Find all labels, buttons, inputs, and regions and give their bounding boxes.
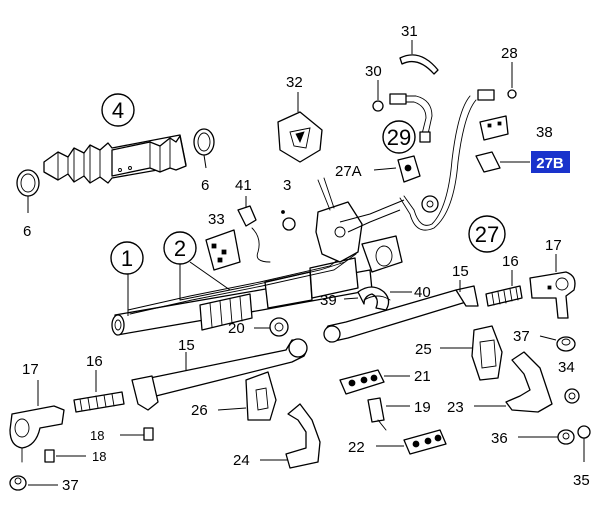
part-36-nut: 36 bbox=[491, 429, 575, 447]
part-39-40-clip: 39 40 bbox=[320, 284, 431, 311]
label-37-right: 37 bbox=[513, 328, 530, 345]
label-27b-highlight bbox=[531, 151, 570, 173]
part-35-bolt: 35 bbox=[573, 425, 591, 489]
label-15-right: 15 bbox=[452, 263, 469, 280]
label-1: 1 bbox=[121, 246, 133, 271]
label-36: 36 bbox=[491, 430, 508, 447]
part-4-boot-assembly bbox=[43, 134, 187, 184]
label-41: 41 bbox=[235, 177, 252, 194]
label-2: 2 bbox=[174, 236, 186, 261]
label-35: 35 bbox=[573, 472, 590, 489]
part-27-pipe bbox=[339, 89, 495, 233]
label-17-left: 17 bbox=[22, 361, 39, 378]
label-34: 34 bbox=[558, 359, 575, 376]
part-27a-junction: 27A bbox=[335, 155, 421, 183]
label-15-left: 15 bbox=[178, 337, 195, 354]
part-25-bushing: 25 bbox=[415, 325, 503, 381]
part-21-plate: 21 bbox=[339, 368, 431, 395]
part-32-cover: 32 bbox=[277, 74, 323, 163]
part-38-clamp: 38 bbox=[479, 115, 553, 141]
label-17-right: 17 bbox=[545, 237, 562, 254]
label-39: 39 bbox=[320, 292, 337, 309]
part-20-nut: 20 bbox=[228, 317, 289, 337]
label-29: 29 bbox=[387, 125, 411, 150]
part-27b-fitting: 27B bbox=[475, 151, 570, 173]
label-16-left: 16 bbox=[86, 353, 103, 370]
label-6-right: 6 bbox=[201, 177, 209, 194]
label-25: 25 bbox=[415, 341, 432, 358]
part-29-pipe bbox=[389, 93, 433, 143]
label-33: 33 bbox=[208, 211, 225, 228]
part-16-adjuster-right: 16 bbox=[485, 253, 523, 307]
label-22: 22 bbox=[348, 439, 365, 456]
tie-rod-left: 15 bbox=[131, 337, 308, 411]
part-34-nut: 34 bbox=[558, 359, 580, 404]
label-32: 32 bbox=[286, 74, 303, 91]
callout-1: 1 bbox=[110, 241, 144, 275]
label-38: 38 bbox=[536, 124, 553, 141]
part-18-bolts: 18 18 bbox=[44, 427, 154, 464]
part-28-ring: 28 bbox=[501, 45, 518, 99]
label-23: 23 bbox=[447, 399, 464, 416]
part-17-end-right: 17 bbox=[529, 237, 576, 319]
part-24-clamp: 24 bbox=[233, 403, 321, 469]
label-28: 28 bbox=[501, 45, 518, 62]
part-6-clamp-left: 6 bbox=[16, 169, 40, 240]
part-31-hose: 31 bbox=[399, 23, 439, 75]
label-18-bottom: 18 bbox=[92, 449, 106, 464]
label-26: 26 bbox=[191, 402, 208, 419]
label-3: 3 bbox=[283, 177, 291, 194]
label-16-right: 16 bbox=[502, 253, 519, 270]
callout-4: 4 bbox=[101, 93, 135, 127]
part-6-clamp-right: 6 bbox=[193, 128, 215, 194]
part-16-adjuster-left: 16 bbox=[73, 353, 125, 413]
label-6-left: 6 bbox=[23, 223, 31, 240]
label-37-left: 37 bbox=[62, 477, 79, 494]
part-30-ring: 30 bbox=[365, 63, 384, 112]
tie-rod-right: 15 bbox=[323, 263, 479, 343]
label-40: 40 bbox=[414, 284, 431, 301]
part-22-plate: 22 bbox=[348, 429, 447, 456]
part-37-nut-left: 37 bbox=[9, 475, 79, 494]
label-27b: 27B bbox=[536, 155, 564, 172]
label-21: 21 bbox=[414, 368, 431, 385]
label-27a: 27A bbox=[335, 163, 362, 180]
label-4: 4 bbox=[112, 98, 124, 123]
callout-2: 2 bbox=[163, 231, 197, 265]
part-33-bracket: 33 bbox=[205, 211, 241, 271]
part-26-bushing: 26 bbox=[191, 371, 277, 421]
callout-27: 27 bbox=[468, 215, 506, 253]
part-41-clip: 41 bbox=[235, 177, 271, 263]
part-17-end-left: 17 bbox=[9, 361, 65, 463]
label-31: 31 bbox=[401, 23, 418, 40]
label-27: 27 bbox=[475, 222, 499, 247]
label-20: 20 bbox=[228, 320, 245, 337]
label-18-top: 18 bbox=[90, 428, 104, 443]
callout-3: 3 bbox=[281, 177, 296, 231]
label-24: 24 bbox=[233, 452, 250, 469]
part-23-bracket: 23 bbox=[447, 351, 553, 416]
label-19: 19 bbox=[414, 399, 431, 416]
part-37-nut-right: 37 bbox=[513, 328, 576, 352]
label-30: 30 bbox=[365, 63, 382, 80]
callout-29: 29 bbox=[382, 120, 416, 154]
steering-rack-housing bbox=[111, 177, 403, 336]
part-19-bolt: 19 bbox=[367, 397, 431, 431]
